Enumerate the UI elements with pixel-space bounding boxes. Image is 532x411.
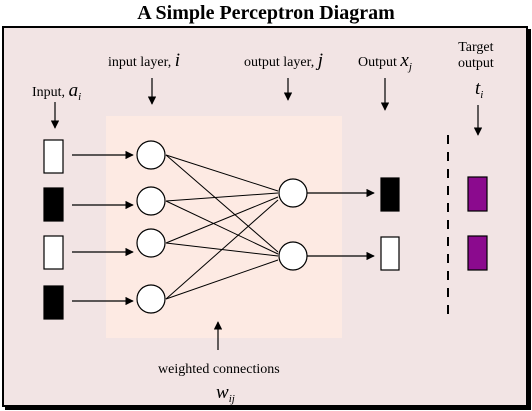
output-box-1 [380,177,400,212]
input-box-1 [43,139,64,174]
input-node-4 [136,284,166,314]
input-box-3 [43,235,64,270]
input-layer-label: input layer, i [108,50,180,71]
input-node-1 [136,140,166,170]
weights-symbol: wij [216,382,235,405]
output-label: Output xj [358,50,412,73]
input-label: Input, ai [32,80,82,103]
target-label: Target output [458,40,494,71]
output-box-2 [380,236,400,271]
weighted-connections-label: weighted connections [158,362,280,377]
target-box-1 [467,176,488,212]
input-node-2 [136,186,166,216]
input-box-2 [43,187,64,222]
input-box-4 [43,285,64,320]
output-node-1 [278,178,308,208]
diagram-title: A Simple Perceptron Diagram [137,2,395,24]
target-symbol: ti [475,78,484,101]
input-node-3 [136,228,166,258]
output-node-2 [278,241,308,271]
target-box-2 [467,235,488,271]
output-layer-label: output layer, j [244,50,323,71]
weighted-connections [165,154,279,300]
